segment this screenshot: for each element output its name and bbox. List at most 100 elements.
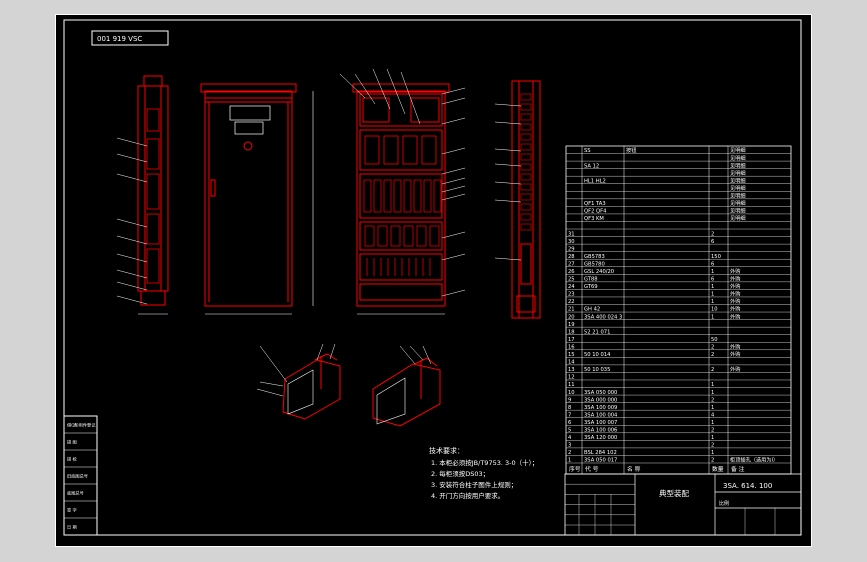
bom-cell: 1 — [711, 284, 714, 290]
internal-view — [339, 68, 466, 315]
bom-cell: 11 — [568, 382, 575, 388]
bom-cell: 6 — [568, 420, 571, 426]
bom-cell: 2 — [711, 397, 714, 403]
bom-cell: 外购 — [730, 305, 740, 313]
bom-cell: 15 — [568, 352, 575, 358]
bom-header-cell: 序号 — [569, 465, 581, 473]
note-3: 3. 安装符合柱子图件上规则； — [431, 480, 517, 489]
bom-cell: 50 — [711, 337, 718, 343]
bom-cell: SS — [584, 148, 591, 154]
bom-cell: 6 — [711, 277, 714, 283]
bom-cell: 18 — [568, 329, 575, 335]
bom-cell: 外购 — [730, 275, 740, 283]
bom-cell: 25 — [568, 277, 575, 283]
bom-cell: 26 — [568, 269, 575, 275]
bom-cell: 10 — [711, 307, 718, 313]
bom-cell: 见明细 — [730, 161, 746, 169]
bom-cell: 1 — [568, 458, 571, 464]
iso-detail-2 — [372, 345, 441, 427]
bom-cell: 6 — [711, 239, 714, 245]
drawing-sheet: 001 919 VSC 借(通)用件登记描 图描 校旧底图总号底图总号签 字日 … — [55, 14, 812, 547]
front-view — [200, 83, 314, 315]
bom-cell: QF1 TA3 — [584, 201, 606, 207]
bom-cell: GB5780 — [584, 261, 605, 267]
drawing-number: 3SA. 614. 100 — [723, 482, 772, 490]
bom-cell: 2 — [711, 231, 714, 237]
bom-cell: 外购 — [730, 290, 740, 298]
bom-cell: 见明细 — [730, 214, 746, 222]
bom-cell: 1 — [711, 314, 714, 320]
bom-cell: 7 — [568, 412, 571, 418]
bom-cell: 1 — [711, 435, 714, 441]
bom-cell: 3SA 100 007 — [584, 420, 617, 426]
bom-cell: 2 — [711, 352, 714, 358]
bom-cell: GT88 — [584, 277, 598, 283]
bom-cell: 3SA 400 024 3 — [584, 314, 622, 320]
bom-cell: 外购 — [730, 350, 740, 358]
bom-cell: 4 — [568, 435, 572, 441]
bom-cell: 1 — [711, 269, 714, 275]
bom-cell: 3SA 050 000 — [584, 390, 617, 396]
bom-header-cell: 备 注 — [731, 465, 745, 473]
bom-cell: GB5783 — [584, 254, 605, 260]
bom-cell: 10 — [568, 390, 575, 396]
stamp-label: 描 校 — [67, 456, 78, 463]
bom-cell: 6 — [711, 261, 714, 267]
bom-cell: 4 — [711, 412, 715, 418]
bom-cell: 3SA 000 000 — [584, 397, 617, 403]
stamp-label: 底图总号 — [67, 490, 84, 497]
note-4: 4. 开门方向按用户要求。 — [431, 491, 504, 500]
bom-cell: 见明细 — [730, 207, 746, 215]
bom-cell: 按钮 — [626, 146, 636, 154]
bom-cell: 2 — [568, 450, 571, 456]
bom-cell: 52 21 071 — [584, 329, 610, 335]
inner-frame — [63, 19, 802, 536]
bom-cell: QF3 KM — [584, 216, 604, 222]
bom-cell: GSL 240/20 — [584, 269, 614, 275]
bom-cell: 14 — [568, 360, 575, 366]
bom-cell: 见明细 — [730, 176, 746, 184]
bom-header-cell: 名 称 — [627, 465, 641, 473]
bom-cell: 2 — [711, 458, 714, 464]
bom-cell: BSL 284 102 — [584, 450, 617, 456]
bom-cell: 3 — [568, 443, 571, 449]
bom-cell: 1 — [711, 450, 714, 456]
bom-cell: 见明细 — [730, 169, 746, 177]
bom-cell: 50 10 014 — [584, 352, 611, 358]
bom-cell: 21 — [568, 307, 575, 313]
bom-cell: 27 — [568, 261, 575, 267]
bom-cell: 外购 — [730, 267, 740, 275]
bom-cell: 外购 — [730, 365, 740, 373]
bom-header-cell: 数量 — [712, 465, 724, 473]
bom-cell: 3SA 100 009 — [584, 405, 617, 411]
bom-cell: 1 — [711, 420, 714, 426]
stamp-label: 签 字 — [67, 507, 77, 513]
bom-cell: 13 — [568, 367, 575, 373]
bom-cell: 150 — [711, 254, 721, 260]
side-view-right — [494, 80, 541, 319]
bom-cell: 2 — [711, 344, 714, 350]
outer-frame — [55, 14, 812, 547]
bom-cell: 1 — [711, 405, 714, 411]
stamp-label: 描 图 — [67, 439, 77, 446]
bom-cell: 3SA 120 000 — [584, 435, 617, 441]
bom-cell: 2 — [711, 428, 714, 434]
bom-cell: 22 — [568, 299, 575, 305]
note-2: 2. 每柜须按DS03； — [431, 469, 489, 478]
bom-cell: 12 — [568, 375, 575, 381]
bom-cell: 1 — [711, 382, 714, 388]
iso-detail-1 — [256, 343, 341, 420]
bom-cell: 19 — [568, 322, 575, 328]
bom-cell: GT69 — [584, 284, 598, 290]
bom-cell: 29 — [568, 246, 575, 252]
bom-cell: 2 — [711, 443, 714, 449]
bom-cell: 见明细 — [730, 199, 746, 207]
top-left-code: 001 919 VSC — [97, 35, 142, 43]
bom-cell: 16 — [568, 344, 575, 350]
side-view-left — [116, 75, 169, 315]
bom-cell: 3SA 100 006 — [584, 428, 617, 434]
bom-cell: 外购 — [730, 342, 740, 350]
bom-cell: 23 — [568, 292, 575, 298]
stamp-label: 日 期 — [67, 525, 77, 531]
